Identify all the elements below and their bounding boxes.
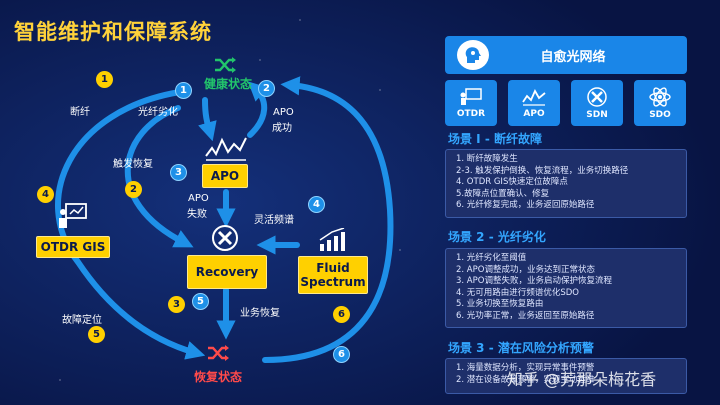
step-badge: 2 <box>258 80 275 97</box>
page-title: 智能维护和保障系统 <box>14 20 212 44</box>
list-item: 4. 无可用路由进行频谱优化SDO <box>456 287 579 298</box>
step-badge: 4 <box>308 196 325 213</box>
scenario-3-panel: 1. 海量数据分析，实现异常事件预警 2. 潜在设备故障预警，实现主动运维 <box>445 358 687 394</box>
list-item: 2-3. 触发保护倒换、恢复流程，业务切换路径 <box>456 165 629 176</box>
label-apo-fail-2: 失败 <box>187 209 207 220</box>
tile-sdn: SDN <box>571 80 623 126</box>
label-apo-success-2: 成功 <box>272 123 292 134</box>
list-item: 5.故障点位置确认、修复 <box>456 188 550 199</box>
node-fluid-spectrum: Fluid Spectrum <box>298 256 368 294</box>
scenario-2-title: 场景 2 - 光纤劣化 <box>448 230 546 244</box>
list-item: 5. 业务切换至恢复路由 <box>456 299 544 310</box>
arrow-return <box>262 76 394 363</box>
node-restore-state: 恢复状态 <box>194 370 243 384</box>
tile-label: APO <box>523 108 545 119</box>
tile-label: SDO <box>649 109 671 120</box>
header-title: 自愈光网络 <box>540 49 606 65</box>
apo-icon <box>522 88 546 106</box>
tile-label: OTDR <box>456 108 486 119</box>
node-otdr-gis: OTDR GIS <box>36 236 110 258</box>
step-badge: 2 <box>125 181 142 198</box>
label-flex-spectrum: 灵活频谱 <box>254 215 294 226</box>
node-health-state: 健康状态 <box>204 77 253 91</box>
step-badge: 1 <box>175 82 192 99</box>
list-item: 6. 光纤修复完成，业务返回原始路径 <box>456 200 595 211</box>
arrow-trigger <box>124 105 194 248</box>
tile-label: SDN <box>586 109 608 120</box>
step-badge: 3 <box>168 296 185 313</box>
node-recovery: Recovery <box>187 255 267 289</box>
list-item: 1. 断纤故障发生 <box>456 154 518 164</box>
shuffle-red-icon <box>207 344 229 366</box>
watermark: 知乎 @芳那朵梅花香 <box>507 370 657 389</box>
presentation-icon <box>58 202 88 234</box>
fluid-line2: Spectrum <box>300 275 366 289</box>
label-degrade: 光纤劣化 <box>138 107 178 118</box>
tile-otdr: OTDR <box>445 80 497 126</box>
arrow-apo-success <box>247 81 269 138</box>
scenario-3-title: 场景 3 - 潜在风险分析预警 <box>448 341 594 355</box>
scenario-1-panel: 1. 断纤故障发生 2-3. 触发保护倒换、恢复流程，业务切换路径 4. OTD… <box>445 149 687 218</box>
step-badge: 4 <box>37 186 54 203</box>
otdr-icon <box>460 87 482 105</box>
list-item: 3. APO调整失败，业务启动保护恢复流程 <box>456 276 612 287</box>
shuffle-icon <box>214 56 236 78</box>
list-item: 1. 海量数据分析，实现异常事件预警 <box>456 363 595 373</box>
label-break: 断纤 <box>70 107 90 118</box>
label-apo-success-1: APO <box>273 107 294 118</box>
list-item: 4. OTDR GIS快速定位故障点 <box>456 177 568 188</box>
bar-growth-icon <box>318 227 348 256</box>
step-badge: 6 <box>333 306 350 323</box>
arrow-degrade <box>198 97 217 142</box>
sdn-tools-icon <box>587 86 607 107</box>
tools-icon <box>211 224 239 256</box>
step-badge: 5 <box>192 293 209 310</box>
self-healing-header: 自愈光网络 <box>445 36 687 74</box>
step-badge: 1 <box>96 71 113 88</box>
label-apo-fail-1: APO <box>188 193 209 204</box>
label-service-recover: 业务恢复 <box>240 308 280 319</box>
sdo-atom-icon <box>649 86 671 107</box>
tile-sdo: SDO <box>634 80 686 126</box>
label-fault-locate: 故障定位 <box>62 315 102 326</box>
list-item: 6. 光功率正常，业务返回至原始路径 <box>456 310 595 321</box>
scenario-1-title: 场景 I - 断纤故障 <box>448 132 542 146</box>
list-item: 1. 光纤劣化至阈值 <box>456 253 527 263</box>
brain-head-icon <box>457 40 489 70</box>
list-item: 2. 潜在设备故障预警，实现主动运维 <box>456 374 595 385</box>
apo-chart-icon <box>204 134 248 166</box>
step-badge: 3 <box>170 164 187 181</box>
label-trigger-recover: 触发恢复 <box>113 159 153 170</box>
step-badge: 5 <box>88 326 105 343</box>
node-apo: APO <box>202 164 248 188</box>
step-badge: 6 <box>333 346 350 363</box>
scenario-2-panel: 1. 光纤劣化至阈值 2. APO调整成功，业务达到正常状态 3. APO调整失… <box>445 248 687 328</box>
list-item: 2. APO调整成功，业务达到正常状态 <box>456 264 595 275</box>
tile-apo: APO <box>508 80 560 126</box>
fluid-line1: Fluid <box>316 261 350 275</box>
